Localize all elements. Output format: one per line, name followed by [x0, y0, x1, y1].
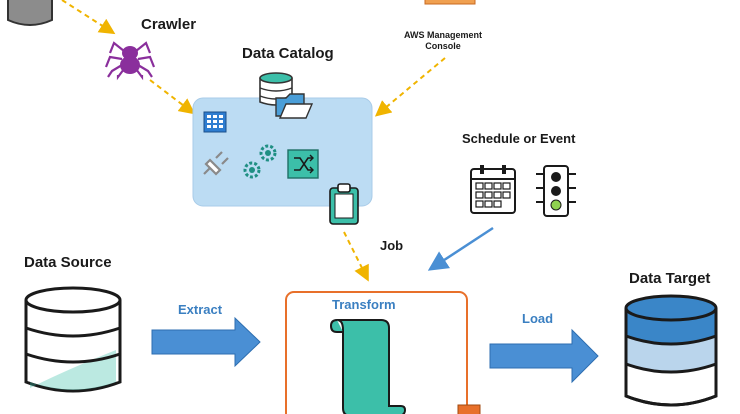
traffic-light-icon — [536, 165, 576, 217]
extract-arrow — [151, 316, 261, 368]
data-source-label: Data Source — [24, 254, 112, 271]
shuffle-icon — [287, 149, 319, 179]
console-to-catalog-arrow — [374, 57, 446, 117]
scroll-icon — [329, 319, 407, 414]
plug-icon — [203, 151, 229, 176]
data-catalog-label: Data Catalog — [242, 45, 334, 62]
data-source-cylinder-icon — [24, 286, 122, 393]
schedule-to-job-arrow — [427, 226, 494, 271]
clipboard-icon — [329, 183, 359, 225]
table-icon — [203, 111, 227, 133]
aws-console-icon — [424, 0, 476, 5]
transform-badge-icon — [457, 404, 481, 414]
extract-label: Extract — [178, 302, 223, 317]
schedule-event-label: Schedule or Event — [462, 131, 576, 146]
crawler-to-catalog-arrow — [149, 79, 196, 115]
source-to-crawler-arrow — [61, 0, 116, 35]
aws-console-label: AWS Management Console — [404, 30, 483, 51]
load-label: Load — [522, 311, 554, 326]
spider-icon — [104, 41, 156, 81]
folder-icon — [275, 93, 314, 119]
load-arrow — [489, 328, 599, 384]
gears-icon — [243, 144, 277, 179]
job-label: Job — [380, 238, 404, 253]
data-target-label: Data Target — [629, 270, 711, 287]
transform-label: Transform — [332, 297, 396, 312]
crawler-label: Crawler — [141, 16, 197, 33]
crawler-source-cylinder-icon — [7, 0, 53, 26]
catalog-to-transform-arrow — [343, 231, 369, 282]
calendar-icon — [470, 165, 516, 214]
data-target-cylinder-icon — [624, 294, 718, 407]
